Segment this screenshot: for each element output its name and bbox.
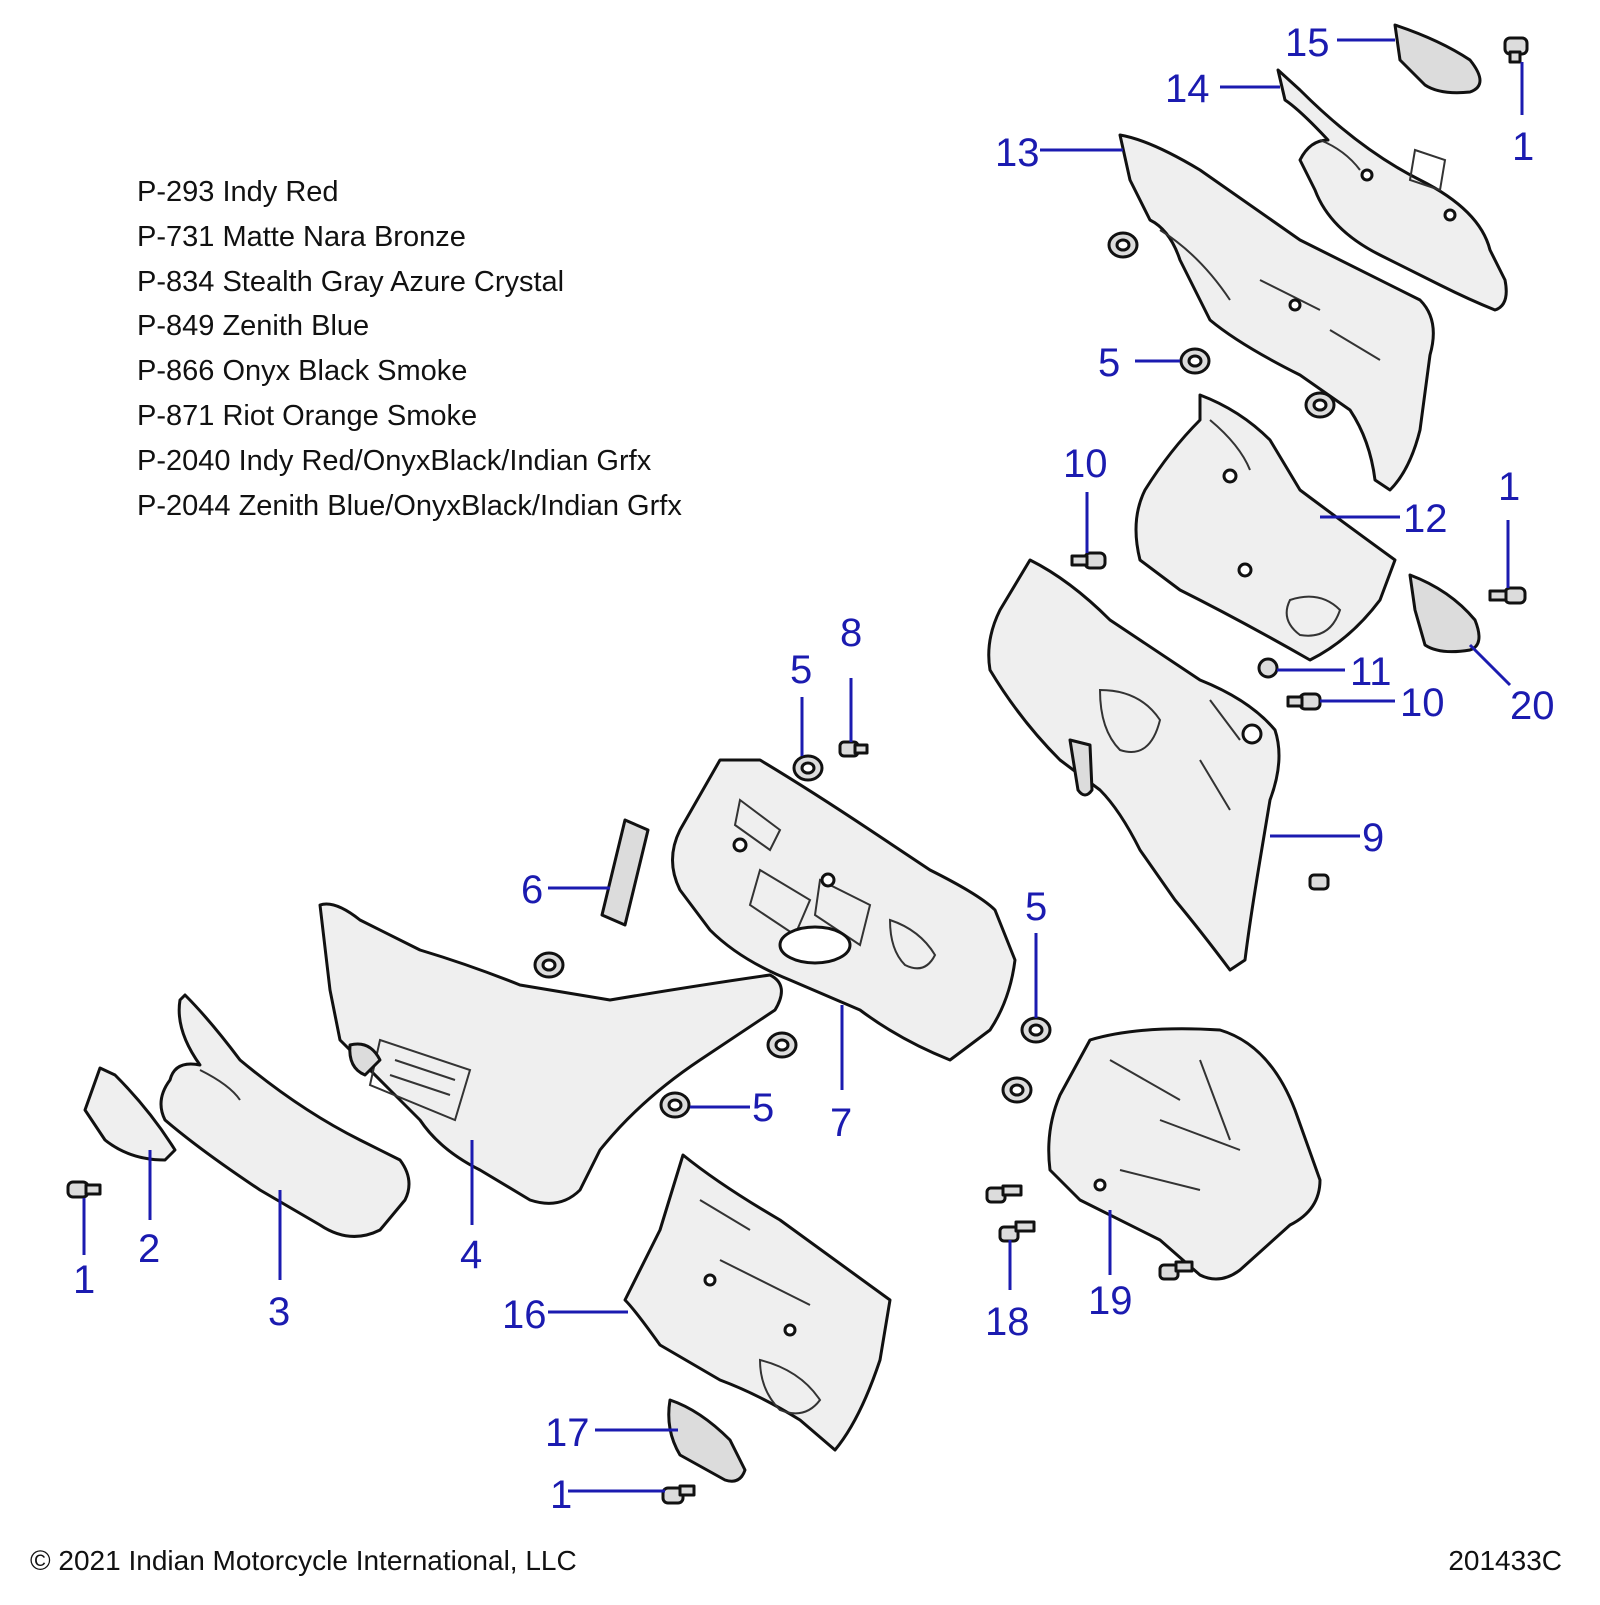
callout-15: 15 bbox=[1285, 21, 1330, 65]
callout-19: 19 bbox=[1088, 1279, 1133, 1323]
legend-item: P-834 Stealth Gray Azure Crystal bbox=[137, 265, 565, 298]
part-20-cover-cap bbox=[1408, 573, 1481, 654]
callout-2: 2 bbox=[138, 1227, 160, 1271]
screw-10-lower bbox=[1286, 692, 1322, 711]
part-4-side-cover bbox=[318, 902, 783, 1205]
grommet-group-middle bbox=[533, 754, 1052, 1119]
callout-14: 14 bbox=[1165, 67, 1210, 111]
screw-9-lower bbox=[1308, 873, 1330, 891]
callout-1-left: 1 bbox=[73, 1258, 95, 1302]
callout-10-lower: 10 bbox=[1400, 681, 1445, 725]
callout-20: 20 bbox=[1510, 684, 1555, 728]
copyright-notice: © 2021 Indian Motorcycle International, … bbox=[30, 1545, 577, 1576]
screw-10-upper bbox=[1070, 551, 1107, 570]
legend-item: P-849 Zenith Blue bbox=[137, 310, 370, 343]
nut-11 bbox=[1257, 657, 1279, 679]
callout-3: 3 bbox=[268, 1290, 290, 1334]
callout-5-mid: 5 bbox=[790, 648, 812, 692]
screw-1-top bbox=[1503, 36, 1529, 64]
screw-1-bottom bbox=[661, 1484, 696, 1505]
screw-1-lower-left bbox=[66, 1180, 102, 1199]
legend-item: P-866 Onyx Black Smoke bbox=[137, 355, 468, 388]
part-17-cap bbox=[667, 1398, 747, 1483]
callout-9: 9 bbox=[1362, 816, 1384, 860]
callout-4: 4 bbox=[460, 1233, 482, 1277]
part-14-upper-cover bbox=[1276, 68, 1508, 312]
legend-item: P-2040 Indy Red/OnyxBlack/Indian Grfx bbox=[137, 444, 652, 477]
callout-6: 6 bbox=[521, 868, 543, 912]
callout-12: 12 bbox=[1403, 497, 1448, 541]
callout-labels: 15 14 1 13 5 10 12 1 11 10 20 5 8 9 6 5 … bbox=[73, 21, 1555, 1517]
callout-17: 17 bbox=[545, 1411, 590, 1455]
legend-item: P-2044 Zenith Blue/OnyxBlack/Indian Grfx bbox=[137, 489, 682, 522]
callout-1-bottom: 1 bbox=[550, 1473, 572, 1517]
leader-lines bbox=[82, 38, 1524, 1493]
callout-13: 13 bbox=[995, 131, 1040, 175]
callout-7: 7 bbox=[830, 1101, 852, 1145]
legend-item: P-293 Indy Red bbox=[137, 176, 339, 208]
part-9-frame-cover bbox=[987, 558, 1281, 972]
screw-18-a bbox=[985, 1184, 1023, 1204]
screw-8 bbox=[838, 740, 869, 758]
callout-10-upper: 10 bbox=[1063, 442, 1108, 486]
callout-16: 16 bbox=[502, 1293, 547, 1337]
legend-item: P-871 Riot Orange Smoke bbox=[137, 399, 478, 432]
callout-5-right: 5 bbox=[1025, 885, 1047, 929]
callout-8: 8 bbox=[840, 611, 862, 655]
screw-1-right bbox=[1488, 586, 1527, 605]
part-7-center-frame bbox=[671, 758, 1017, 1062]
part-15-cap bbox=[1393, 23, 1482, 95]
legend-item: P-731 Matte Nara Bronze bbox=[137, 220, 466, 253]
paint-color-legend: P-293 Indy Red P-731 Matte Nara Bronze P… bbox=[137, 170, 682, 528]
screw-19-side bbox=[1158, 1260, 1194, 1281]
drawing-number: 201433C bbox=[1448, 1545, 1562, 1576]
part-12-side-panel bbox=[1134, 393, 1397, 662]
callout-5-upper: 5 bbox=[1098, 341, 1120, 385]
callout-1-top: 1 bbox=[1512, 125, 1534, 169]
callout-18: 18 bbox=[985, 1300, 1030, 1344]
part-2-small-cover bbox=[83, 1066, 177, 1162]
part-16-lower-panel bbox=[623, 1153, 892, 1452]
part-6-strip bbox=[600, 818, 650, 927]
part-19-rear-cover bbox=[1047, 1027, 1322, 1281]
fastener-group bbox=[66, 36, 1529, 1505]
grommet-group-upper bbox=[1107, 231, 1336, 419]
callout-11: 11 bbox=[1350, 650, 1392, 694]
screw-18-b bbox=[998, 1220, 1036, 1243]
part-13-upper-panel bbox=[1118, 133, 1435, 492]
callout-1-right: 1 bbox=[1498, 465, 1520, 509]
part-3-lower-cover bbox=[159, 993, 411, 1238]
callout-5-lower: 5 bbox=[752, 1086, 774, 1130]
